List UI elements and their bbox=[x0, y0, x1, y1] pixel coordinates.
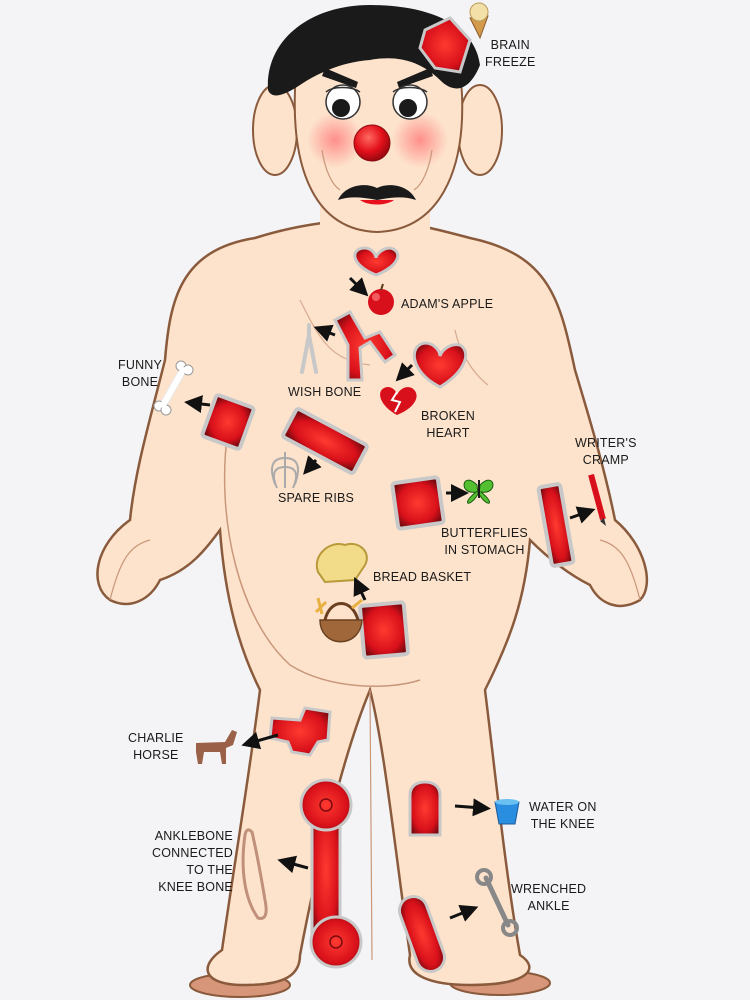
cavity-charlie-horse[interactable] bbox=[268, 706, 332, 757]
label-brain-freeze: BRAIN FREEZE bbox=[485, 38, 536, 69]
label-funny-bone: FUNNY BONE bbox=[118, 358, 163, 389]
bread-slice-icon[interactable] bbox=[315, 542, 368, 584]
cavity-butterflies[interactable] bbox=[390, 475, 446, 531]
bone-icon[interactable] bbox=[153, 360, 194, 416]
cavity-anklebone[interactable] bbox=[299, 778, 363, 969]
cavity-bread-basket[interactable] bbox=[358, 600, 410, 660]
wishbone-icon[interactable] bbox=[300, 323, 318, 374]
cavity-broken-heart[interactable] bbox=[412, 341, 468, 389]
label-wish-bone: WISH BONE bbox=[288, 385, 362, 399]
rubber-band-icon[interactable] bbox=[241, 828, 268, 920]
cavity-adams-apple[interactable] bbox=[353, 246, 400, 277]
red-nose-light[interactable] bbox=[353, 124, 391, 162]
broken-heart-icon[interactable] bbox=[380, 387, 417, 415]
left-eyebrow bbox=[322, 68, 358, 88]
cavity-brain-freeze[interactable] bbox=[418, 16, 472, 74]
arrows bbox=[184, 276, 596, 922]
pieces bbox=[153, 2, 606, 937]
label-bread-basket: BREAD BASKET bbox=[373, 570, 472, 584]
label-water-on-knee: WATER ON THE KNEE bbox=[529, 800, 597, 831]
wrench-icon[interactable] bbox=[475, 868, 519, 937]
label-adams-apple: ADAM'S APPLE bbox=[401, 297, 494, 311]
apple-icon[interactable] bbox=[368, 283, 394, 315]
label-writers-cramp: WRITER'S CRAMP bbox=[575, 436, 637, 467]
ice-cream-cone-icon[interactable] bbox=[469, 2, 489, 40]
cavity-writers-cramp[interactable] bbox=[536, 482, 576, 568]
cavity-spare-ribs[interactable] bbox=[281, 407, 369, 475]
right-pupil bbox=[399, 99, 417, 117]
label-charlie-horse: CHARLIE HORSE bbox=[128, 731, 184, 762]
mustache bbox=[338, 185, 416, 200]
cavities bbox=[200, 16, 576, 976]
label-anklebone: ANKLEBONE CONNECTED TO THE KNEE BONE bbox=[152, 829, 233, 894]
left-pupil bbox=[332, 99, 350, 117]
ribcage-icon[interactable] bbox=[271, 452, 299, 489]
cavity-wish-bone[interactable] bbox=[332, 309, 398, 382]
pencil-icon[interactable] bbox=[588, 474, 606, 526]
cavity-water-on-knee[interactable] bbox=[408, 780, 442, 837]
label-spare-ribs: SPARE RIBS bbox=[278, 491, 355, 505]
label-wrenched-ankle: WRENCHED ANKLE bbox=[511, 882, 587, 913]
cavity-funny-bone[interactable] bbox=[200, 393, 256, 451]
bucket-icon[interactable] bbox=[494, 799, 520, 825]
label-butterflies: BUTTERFLIES IN STOMACH bbox=[441, 526, 528, 557]
basket-icon[interactable] bbox=[314, 597, 363, 643]
label-broken-heart: BROKEN HEART bbox=[421, 409, 475, 440]
horse-icon[interactable] bbox=[196, 730, 237, 764]
right-eyebrow bbox=[397, 68, 433, 88]
cavity-wrenched-ankle[interactable] bbox=[396, 893, 449, 976]
